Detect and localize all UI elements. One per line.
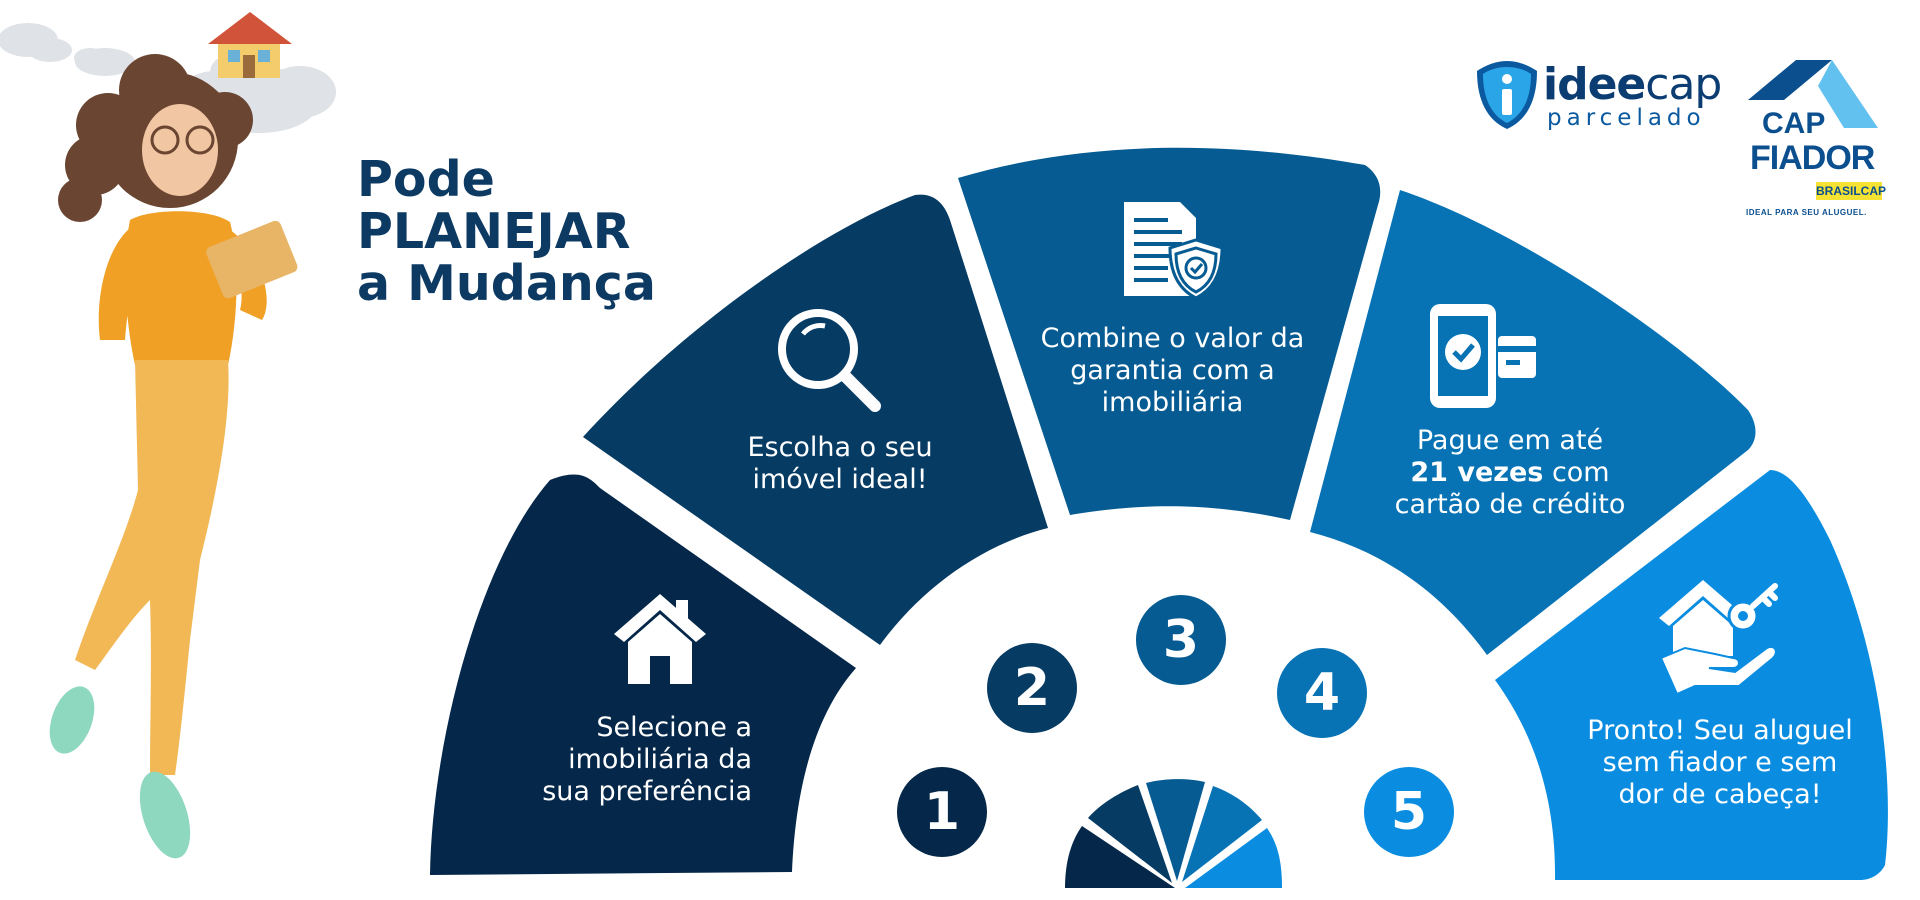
step-number-3: 3 [1136, 595, 1226, 685]
text-line: imobiliária [1101, 387, 1244, 418]
text-line: Combine o valor da [1040, 323, 1305, 354]
text-line: imóvel ideal! [752, 464, 928, 495]
magnifier-icon [778, 309, 881, 412]
ideecap-name: idee [1543, 59, 1646, 110]
pants [75, 360, 229, 775]
text-line: Pronto! Seu aluguel [1587, 715, 1853, 746]
shield-i-icon [1477, 61, 1537, 129]
text-line: Selecione a [596, 712, 752, 743]
glasses [150, 125, 180, 155]
text-line: Escolha o seu [747, 432, 933, 463]
step-4-text: Pague em até 21 vezes com cartão de créd… [1370, 425, 1650, 521]
ideecap-wordmark: ideecap [1543, 59, 1722, 110]
shoe [49, 686, 95, 754]
text-line: sem fiador e sem [1602, 747, 1838, 778]
center-fan [1065, 779, 1282, 888]
text-line: Pague em até [1416, 425, 1604, 456]
small-house-icon [208, 12, 292, 78]
capfiador-cap: CAP [1762, 107, 1826, 140]
capfiador-fiador: FIADOR [1750, 139, 1875, 177]
shoe [139, 771, 191, 859]
text-line: imobiliária da [568, 744, 752, 775]
text-line: sua preferência [542, 776, 752, 807]
segment-4 [1310, 190, 1756, 655]
step-5-text: Pronto! Seu aluguel sem fiador e sem dor… [1565, 715, 1875, 811]
segment-3 [958, 147, 1381, 520]
segment-2 [583, 194, 1048, 646]
text-line: garantia com a [1070, 355, 1275, 386]
house-icon [614, 594, 706, 684]
ideecap-logo: ideecap parcelado [1475, 55, 1725, 135]
step-number-5: 5 [1364, 767, 1454, 857]
step-3-text: Combine o valor da garantia com a imobil… [1020, 323, 1325, 419]
brasilcap-badge: BRASILCAP [1816, 182, 1887, 200]
sweater [125, 211, 237, 365]
woman-illustration [0, 12, 336, 859]
headline: Pode PLANEJAR a Mudança [357, 154, 777, 310]
text-line: 21 vezes com [1370, 457, 1650, 489]
headline-line: a Mudança [357, 255, 656, 312]
hand-house-key-icon [1659, 580, 1778, 696]
phone-card-icon [1430, 304, 1536, 408]
step-2-text: Escolha o seu imóvel ideal! [720, 432, 960, 496]
headline-line: Pode [357, 151, 495, 208]
step-number-1: 1 [897, 767, 987, 857]
document-shield-icon [1124, 202, 1224, 300]
capfiador-logo: CAP FIADOR BRASILCAP IDEAL PARA SEU ALUG… [1742, 58, 1892, 223]
step-number-4: 4 [1277, 648, 1367, 738]
text-line: dor de cabeça! [1618, 779, 1822, 810]
text-fragment: com [1543, 457, 1610, 488]
headline-line: PLANEJAR [357, 203, 631, 260]
capfiador-tagline: IDEAL PARA SEU ALUGUEL. [1746, 208, 1867, 217]
highlight-text: 21 vezes [1410, 457, 1544, 488]
ideecap-subtitle: parcelado [1547, 105, 1706, 131]
step-1-text: Selecione a imobiliária da sua preferênc… [520, 712, 752, 808]
step-number-2: 2 [987, 643, 1077, 733]
tablet [206, 220, 298, 299]
ideecap-name-2: cap [1645, 59, 1722, 110]
roof-icon [1748, 60, 1878, 128]
text-line: cartão de crédito [1394, 489, 1626, 520]
